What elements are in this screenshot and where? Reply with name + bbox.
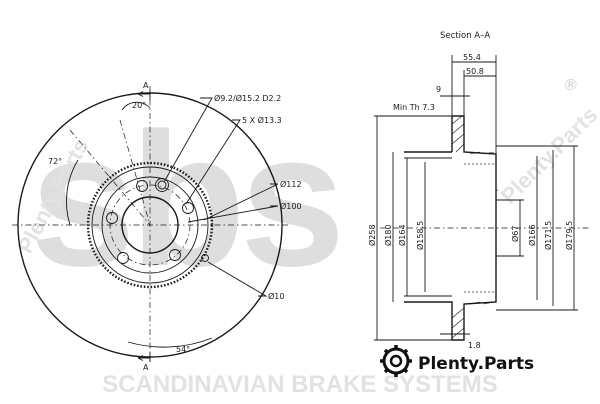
bolt-hole (182, 202, 194, 214)
angle-20-arc (121, 101, 151, 111)
locating-hole (157, 180, 167, 190)
angle-72-label: 72° (48, 157, 62, 166)
bolt-hole (117, 252, 129, 264)
small-hole (201, 254, 209, 262)
bolt-hole (169, 249, 181, 261)
section-title: Section A–A (440, 31, 490, 41)
angle-72-arc (66, 159, 79, 226)
bolt-holes (106, 178, 209, 264)
d10-label: Ø10 (268, 291, 284, 301)
bolt-hole (106, 212, 118, 224)
locating-hole-counterbore (155, 178, 169, 192)
registered-mark: ® (565, 77, 577, 94)
side-watermark-right: Plenty.Parts (496, 102, 600, 208)
leader-d112 (203, 183, 279, 221)
center-line-diag2 (119, 119, 151, 226)
plenty-logo-text: Plenty.Parts (418, 354, 534, 374)
dim-9: 9 (436, 85, 441, 94)
dim-179-5: Ø179.5 (564, 221, 574, 250)
leader-d10 (207, 261, 268, 297)
dim-55-4: 55.4 (463, 53, 481, 62)
section-view: Section A–A Min Th 7.3 55.4 50.8 9 1.8 (367, 31, 590, 350)
section-label-bottom: A (143, 363, 149, 372)
leader-d100 (187, 205, 279, 223)
angle-54-arc (127, 337, 213, 348)
vent-ring-outer (86, 161, 214, 289)
gear-icon (380, 345, 412, 377)
dim-1-8: 1.8 (468, 341, 481, 350)
d100-label: Ø100 (280, 201, 302, 211)
angle-54-label: 54° (176, 345, 190, 354)
section-arrow-top (137, 91, 150, 97)
angle-20-label: 20° (132, 101, 146, 110)
leader-bolt-spec (185, 119, 241, 205)
d112-label: Ø112 (280, 179, 302, 189)
bolt-hole (136, 180, 148, 192)
bolt-spec-label: 5 X Ø13.3 (242, 115, 282, 125)
dim-67: Ø67 (510, 226, 520, 242)
dim-164: Ø164 (397, 224, 407, 246)
section-label-top: A (143, 81, 149, 90)
dim-158-5: Ø158.5 (415, 221, 425, 250)
dim-50-8: 50.8 (466, 67, 484, 76)
footer-watermark: SCANDINAVIAN BRAKE SYSTEMS (102, 371, 498, 398)
dim-180: Ø180 (383, 224, 393, 246)
section-arrow-bottom (137, 355, 150, 361)
brand-logo-watermark: sbs (30, 94, 339, 306)
plenty-logo: Plenty.Parts (380, 345, 534, 377)
dim-166: Ø166 (527, 224, 537, 246)
leader-hole-spec (163, 97, 213, 183)
hole-spec-label: Ø9.2/Ø15.2 D2.2 (214, 93, 281, 103)
section-hatch (451, 115, 495, 339)
dim-258: Ø258 (367, 224, 377, 246)
dim-171-5: Ø171.5 (543, 221, 553, 250)
front-view: A A 20° 72° 54° Ø9.2/Ø15.2 D2.2 5 X Ø13.… (12, 81, 302, 372)
min-thickness-label: Min Th 7.3 (393, 103, 435, 112)
